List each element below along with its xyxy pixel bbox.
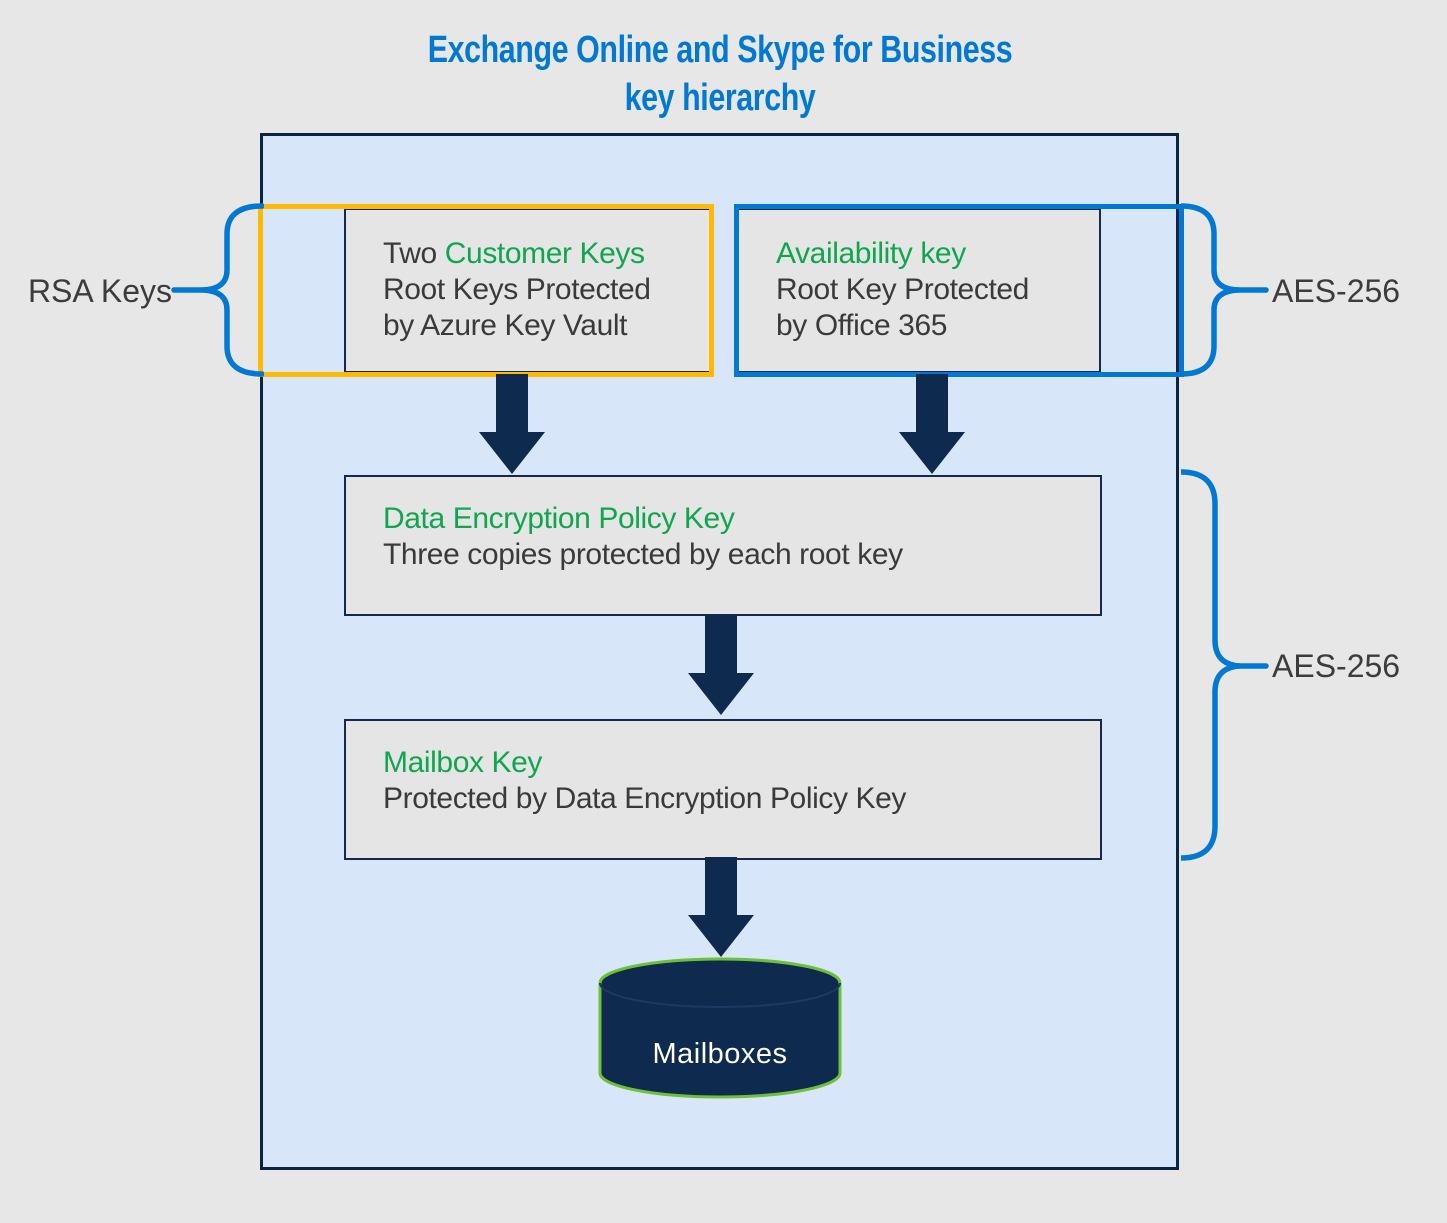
- availability-key-line2: Root Key Protected: [776, 273, 1029, 306]
- mailbox-key-title: Mailbox Key: [383, 746, 543, 779]
- right-curly-brace-icon: [1181, 203, 1269, 377]
- customer-keys-box: [344, 208, 711, 373]
- rsa-keys-label: RSA Keys: [27, 273, 172, 309]
- mailboxes-cylinder-icon: Mailboxes: [598, 957, 842, 1099]
- title-line-2: key hierarchy: [624, 77, 816, 119]
- customer-keys-title: Two Customer Keys: [383, 236, 651, 272]
- down-arrow-icon: [479, 374, 545, 474]
- mailboxes-label: Mailboxes: [652, 1038, 787, 1070]
- mailbox-key-box: [344, 719, 1102, 860]
- customer-keys-text: Two Customer Keys Root Keys Protected by…: [383, 236, 651, 344]
- availability-key-title: Availability key: [776, 237, 966, 270]
- aes-256-top-label: AES-256: [1272, 273, 1401, 309]
- down-arrow-icon: [688, 615, 754, 715]
- aes-256-bottom-label: AES-256: [1272, 648, 1401, 684]
- mailbox-key-text: Mailbox Key Protected by Data Encryption…: [383, 745, 906, 817]
- availability-key-line3: by Office 365: [776, 309, 948, 342]
- data-encryption-policy-key-box: [344, 475, 1102, 616]
- title-line-1: Exchange Online and Skype for Business: [427, 29, 1013, 71]
- customer-keys-line2: Root Keys Protected: [383, 273, 651, 306]
- data-encryption-policy-key-text: Data Encryption Policy Key Three copies …: [383, 501, 903, 573]
- left-curly-brace-icon: [171, 203, 264, 377]
- customer-keys-title-prefix: Two: [383, 237, 445, 270]
- dep-key-title: Data Encryption Policy Key: [383, 502, 735, 535]
- availability-key-text: Availability key Root Key Protected by O…: [776, 236, 1029, 344]
- down-arrow-icon: [688, 857, 754, 957]
- down-arrow-icon: [899, 374, 965, 474]
- right-curly-brace-tall-icon: [1181, 469, 1269, 861]
- mailbox-key-line2: Protected by Data Encryption Policy Key: [383, 782, 906, 815]
- customer-keys-title-highlight: Customer Keys: [444, 237, 645, 270]
- customer-keys-line3: by Azure Key Vault: [383, 309, 628, 342]
- diagram-title: Exchange Online and Skype for Business k…: [352, 26, 1088, 122]
- dep-key-line2: Three copies protected by each root key: [383, 538, 903, 571]
